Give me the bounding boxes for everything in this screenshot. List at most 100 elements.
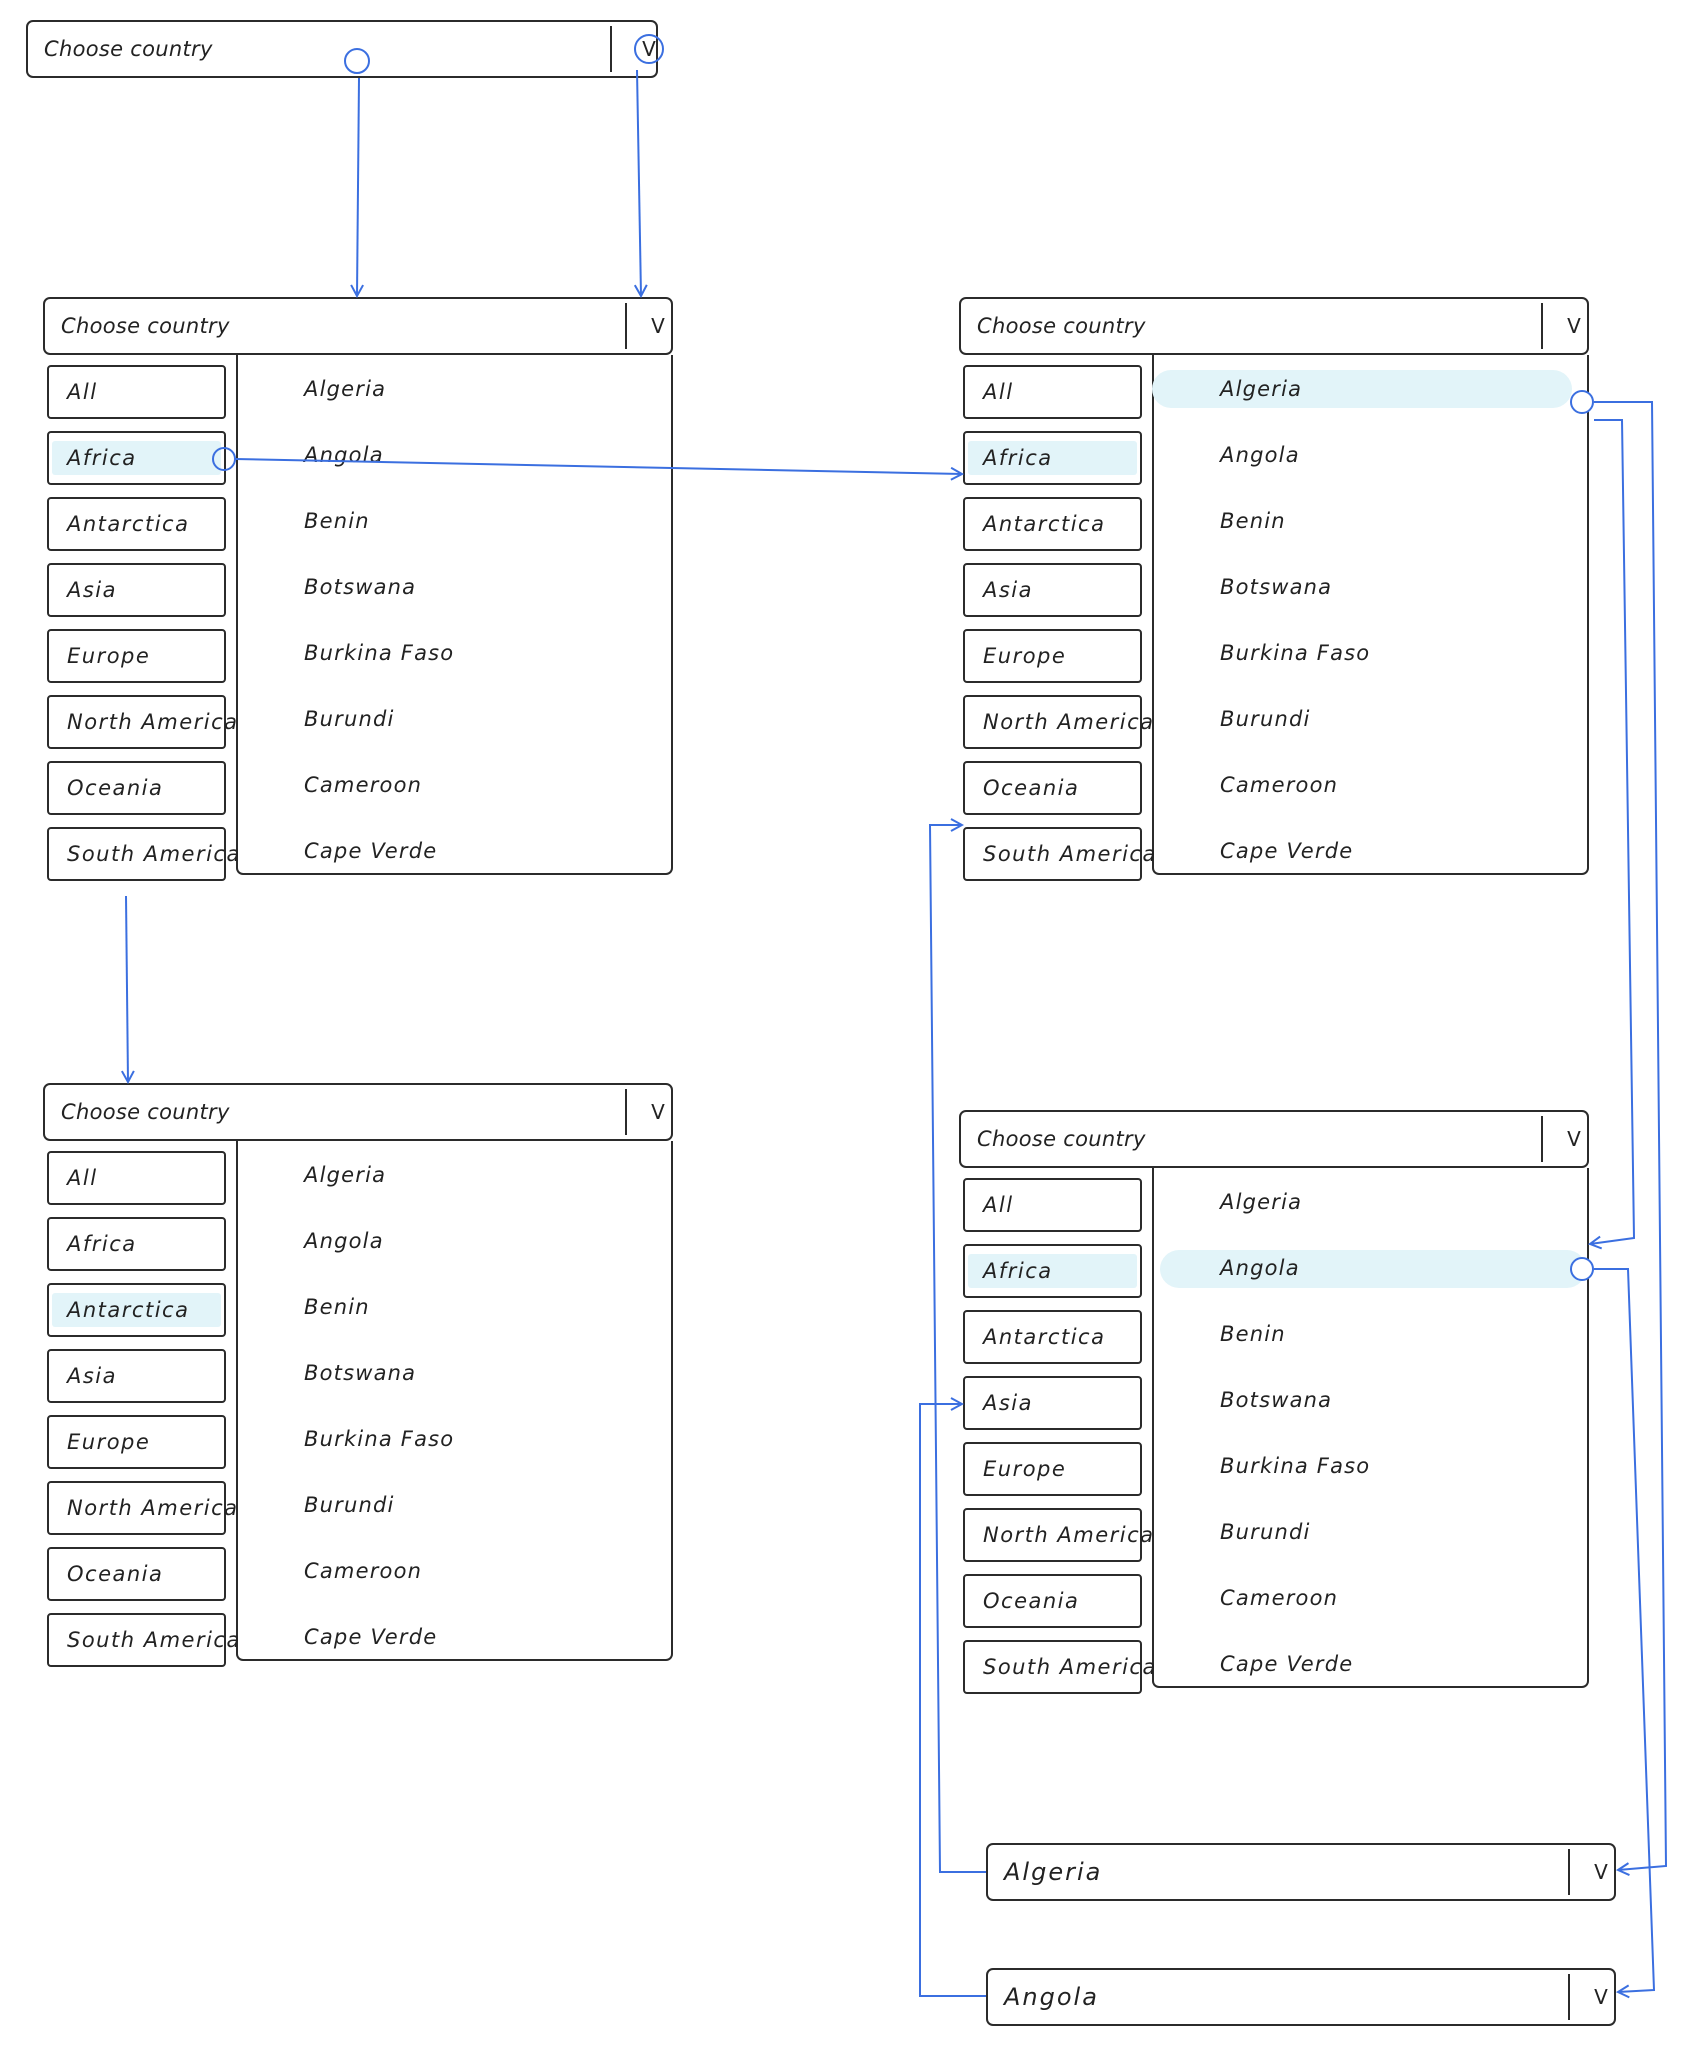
category-label: Africa <box>983 1259 1053 1283</box>
category-highlight <box>52 441 221 475</box>
category-item[interactable]: Oceania <box>47 1547 226 1601</box>
country-option[interactable]: Burkina Faso <box>1220 1454 1371 1478</box>
chevron-down-icon[interactable]: V <box>1594 1860 1608 1884</box>
country-option[interactable]: Cameroon <box>304 1559 423 1583</box>
category-label: Asia <box>67 1364 118 1388</box>
country-option[interactable]: Cape Verde <box>304 1625 438 1649</box>
category-item[interactable]: Africa <box>47 431 226 485</box>
category-item[interactable]: Oceania <box>47 761 226 815</box>
category-item[interactable]: North America <box>47 695 237 749</box>
category-item[interactable]: All <box>963 1178 1142 1232</box>
category-highlight <box>52 1293 221 1327</box>
category-item[interactable]: Asia <box>47 563 226 617</box>
country-option[interactable]: Algeria <box>1220 377 1303 401</box>
country-option[interactable]: Benin <box>1220 1322 1286 1346</box>
chevron-down-icon[interactable]: V <box>1594 1985 1608 2009</box>
category-label: Oceania <box>983 1589 1080 1613</box>
country-option[interactable]: Algeria <box>304 1163 387 1187</box>
category-item[interactable]: Europe <box>47 1415 226 1469</box>
category-item[interactable]: Africa <box>47 1217 226 1271</box>
country-option[interactable]: Angola <box>1220 1256 1300 1280</box>
selected-country-value: Algeria <box>1004 1858 1103 1886</box>
category-item[interactable]: Antarctica <box>963 1310 1142 1364</box>
country-option[interactable]: Burundi <box>304 707 395 731</box>
category-item[interactable]: Antarctica <box>963 497 1142 551</box>
country-option[interactable]: Cape Verde <box>304 839 438 863</box>
country-option[interactable]: Benin <box>304 509 370 533</box>
country-option[interactable]: Botswana <box>1220 575 1333 599</box>
country-list-panel <box>1152 355 1589 875</box>
country-option[interactable]: Cape Verde <box>1220 839 1354 863</box>
country-option[interactable]: Benin <box>304 1295 370 1319</box>
category-item[interactable]: Antarctica <box>47 497 226 551</box>
category-label: Africa <box>983 446 1053 470</box>
collapsed-country-select[interactable]: Choose country V <box>26 20 664 78</box>
country-select-d[interactable]: Choose country V <box>959 1110 1589 1168</box>
chevron-down-icon[interactable]: V <box>1567 314 1581 338</box>
select-divider <box>625 303 627 349</box>
category-item[interactable]: South America <box>963 827 1155 881</box>
category-item[interactable]: North America <box>963 695 1153 749</box>
chevron-down-icon[interactable]: V <box>651 1100 665 1124</box>
category-item[interactable]: Europe <box>963 1442 1142 1496</box>
chevron-down-icon[interactable]: V <box>634 34 664 64</box>
category-label: North America <box>983 1523 1155 1547</box>
chevron-down-icon[interactable]: V <box>1567 1127 1581 1151</box>
country-option[interactable]: Botswana <box>304 1361 417 1385</box>
select-placeholder: Choose country <box>44 37 213 61</box>
category-item[interactable]: Africa <box>963 431 1142 485</box>
country-option[interactable]: Botswana <box>304 575 417 599</box>
select-placeholder: Choose country <box>977 314 1146 338</box>
chevron-down-icon[interactable]: V <box>651 314 665 338</box>
country-option[interactable]: Botswana <box>1220 1388 1333 1412</box>
country-option[interactable]: Angola <box>304 1229 384 1253</box>
country-option[interactable]: Cameroon <box>1220 1586 1339 1610</box>
category-label: Asia <box>67 578 118 602</box>
category-item[interactable]: South America <box>47 1613 239 1667</box>
category-item[interactable]: Asia <box>963 563 1142 617</box>
category-item[interactable]: South America <box>47 827 239 881</box>
country-option[interactable]: Algeria <box>1220 1190 1303 1214</box>
country-row-highlight <box>1152 370 1572 408</box>
country-option[interactable]: Benin <box>1220 509 1286 533</box>
country-option[interactable]: Burundi <box>304 1493 395 1517</box>
category-item[interactable]: Oceania <box>963 761 1142 815</box>
category-label: All <box>67 1166 98 1190</box>
category-label: South America <box>983 842 1157 866</box>
country-row-highlight <box>1160 1250 1586 1288</box>
category-item[interactable]: Europe <box>47 629 226 683</box>
category-item[interactable]: Oceania <box>963 1574 1142 1628</box>
category-item[interactable]: Asia <box>47 1349 226 1403</box>
country-option[interactable]: Burkina Faso <box>304 1427 455 1451</box>
result-select-angola[interactable]: Angola V <box>986 1968 1616 2026</box>
country-select-a[interactable]: Choose country V <box>43 297 673 355</box>
country-select-c[interactable]: Choose country V <box>959 297 1589 355</box>
country-option[interactable]: Cameroon <box>304 773 423 797</box>
category-label: Antarctica <box>983 1325 1106 1349</box>
category-item[interactable]: South America <box>963 1640 1155 1694</box>
country-option[interactable]: Cameroon <box>1220 773 1339 797</box>
category-item[interactable]: Asia <box>963 1376 1142 1430</box>
category-item[interactable]: Europe <box>963 629 1142 683</box>
category-label: North America <box>67 710 239 734</box>
country-option[interactable]: Angola <box>304 443 384 467</box>
category-item[interactable]: All <box>47 365 226 419</box>
category-item[interactable]: North America <box>47 1481 237 1535</box>
country-option[interactable]: Angola <box>1220 443 1300 467</box>
category-item[interactable]: Africa <box>963 1244 1142 1298</box>
category-item[interactable]: All <box>47 1151 226 1205</box>
click-target-marker <box>1570 1257 1594 1281</box>
country-option[interactable]: Algeria <box>304 377 387 401</box>
result-select-algeria[interactable]: Algeria V <box>986 1843 1616 1901</box>
country-option[interactable]: Burundi <box>1220 1520 1311 1544</box>
country-select-b[interactable]: Choose country V <box>43 1083 673 1141</box>
category-label: Africa <box>67 1232 137 1256</box>
category-item[interactable]: North America <box>963 1508 1153 1562</box>
country-option[interactable]: Burundi <box>1220 707 1311 731</box>
category-label: All <box>983 1193 1014 1217</box>
category-item[interactable]: Antarctica <box>47 1283 226 1337</box>
country-option[interactable]: Burkina Faso <box>304 641 455 665</box>
country-option[interactable]: Cape Verde <box>1220 1652 1354 1676</box>
category-item[interactable]: All <box>963 365 1142 419</box>
country-option[interactable]: Burkina Faso <box>1220 641 1371 665</box>
